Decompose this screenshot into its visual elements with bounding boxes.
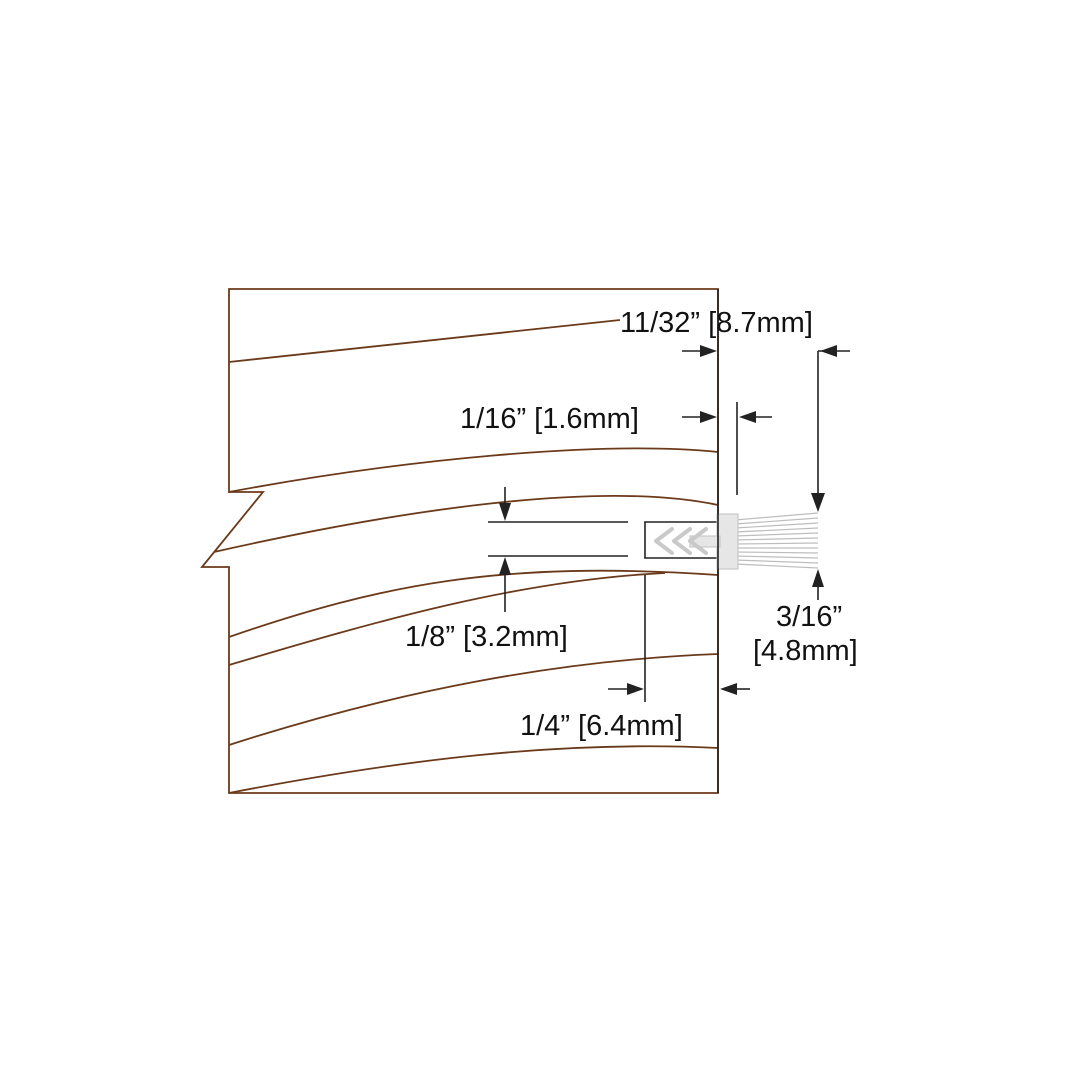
grain-line-5 xyxy=(228,572,666,666)
grain-line-2 xyxy=(228,447,719,493)
bristles xyxy=(734,512,819,569)
dimension-kerf-width: 1/8” [3.2mm] xyxy=(405,487,628,653)
grain-line-3 xyxy=(213,495,719,553)
dimension-face-offset: 1/16” [1.6mm] xyxy=(460,402,772,495)
label-kerf-width: 1/8” [3.2mm] xyxy=(405,621,568,653)
label-top-gap: 11/32” [8.7mm] xyxy=(620,307,813,339)
dimension-bristle-height: 3/16” [4.8mm] xyxy=(753,569,858,667)
label-kerf-depth: 1/4” [6.4mm] xyxy=(520,710,683,742)
barb-icon xyxy=(654,527,708,555)
label-bristle-height-in: 3/16” xyxy=(776,601,842,633)
grain-line-7 xyxy=(228,745,719,794)
label-bristle-height-mm: [4.8mm] xyxy=(753,635,858,667)
label-face-offset: 1/16” [1.6mm] xyxy=(460,403,639,435)
weatherstrip xyxy=(654,512,819,570)
kerf-slot xyxy=(644,521,718,559)
grain-line-6 xyxy=(228,653,719,746)
grain-line-1 xyxy=(228,319,621,363)
dimension-kerf-depth: 1/4” [6.4mm] xyxy=(520,575,750,742)
wood-profile xyxy=(200,288,719,794)
dimension-top-gap: 11/32” [8.7mm] xyxy=(620,307,850,512)
grain-line-4 xyxy=(228,569,719,638)
kerf-outline xyxy=(644,521,718,559)
